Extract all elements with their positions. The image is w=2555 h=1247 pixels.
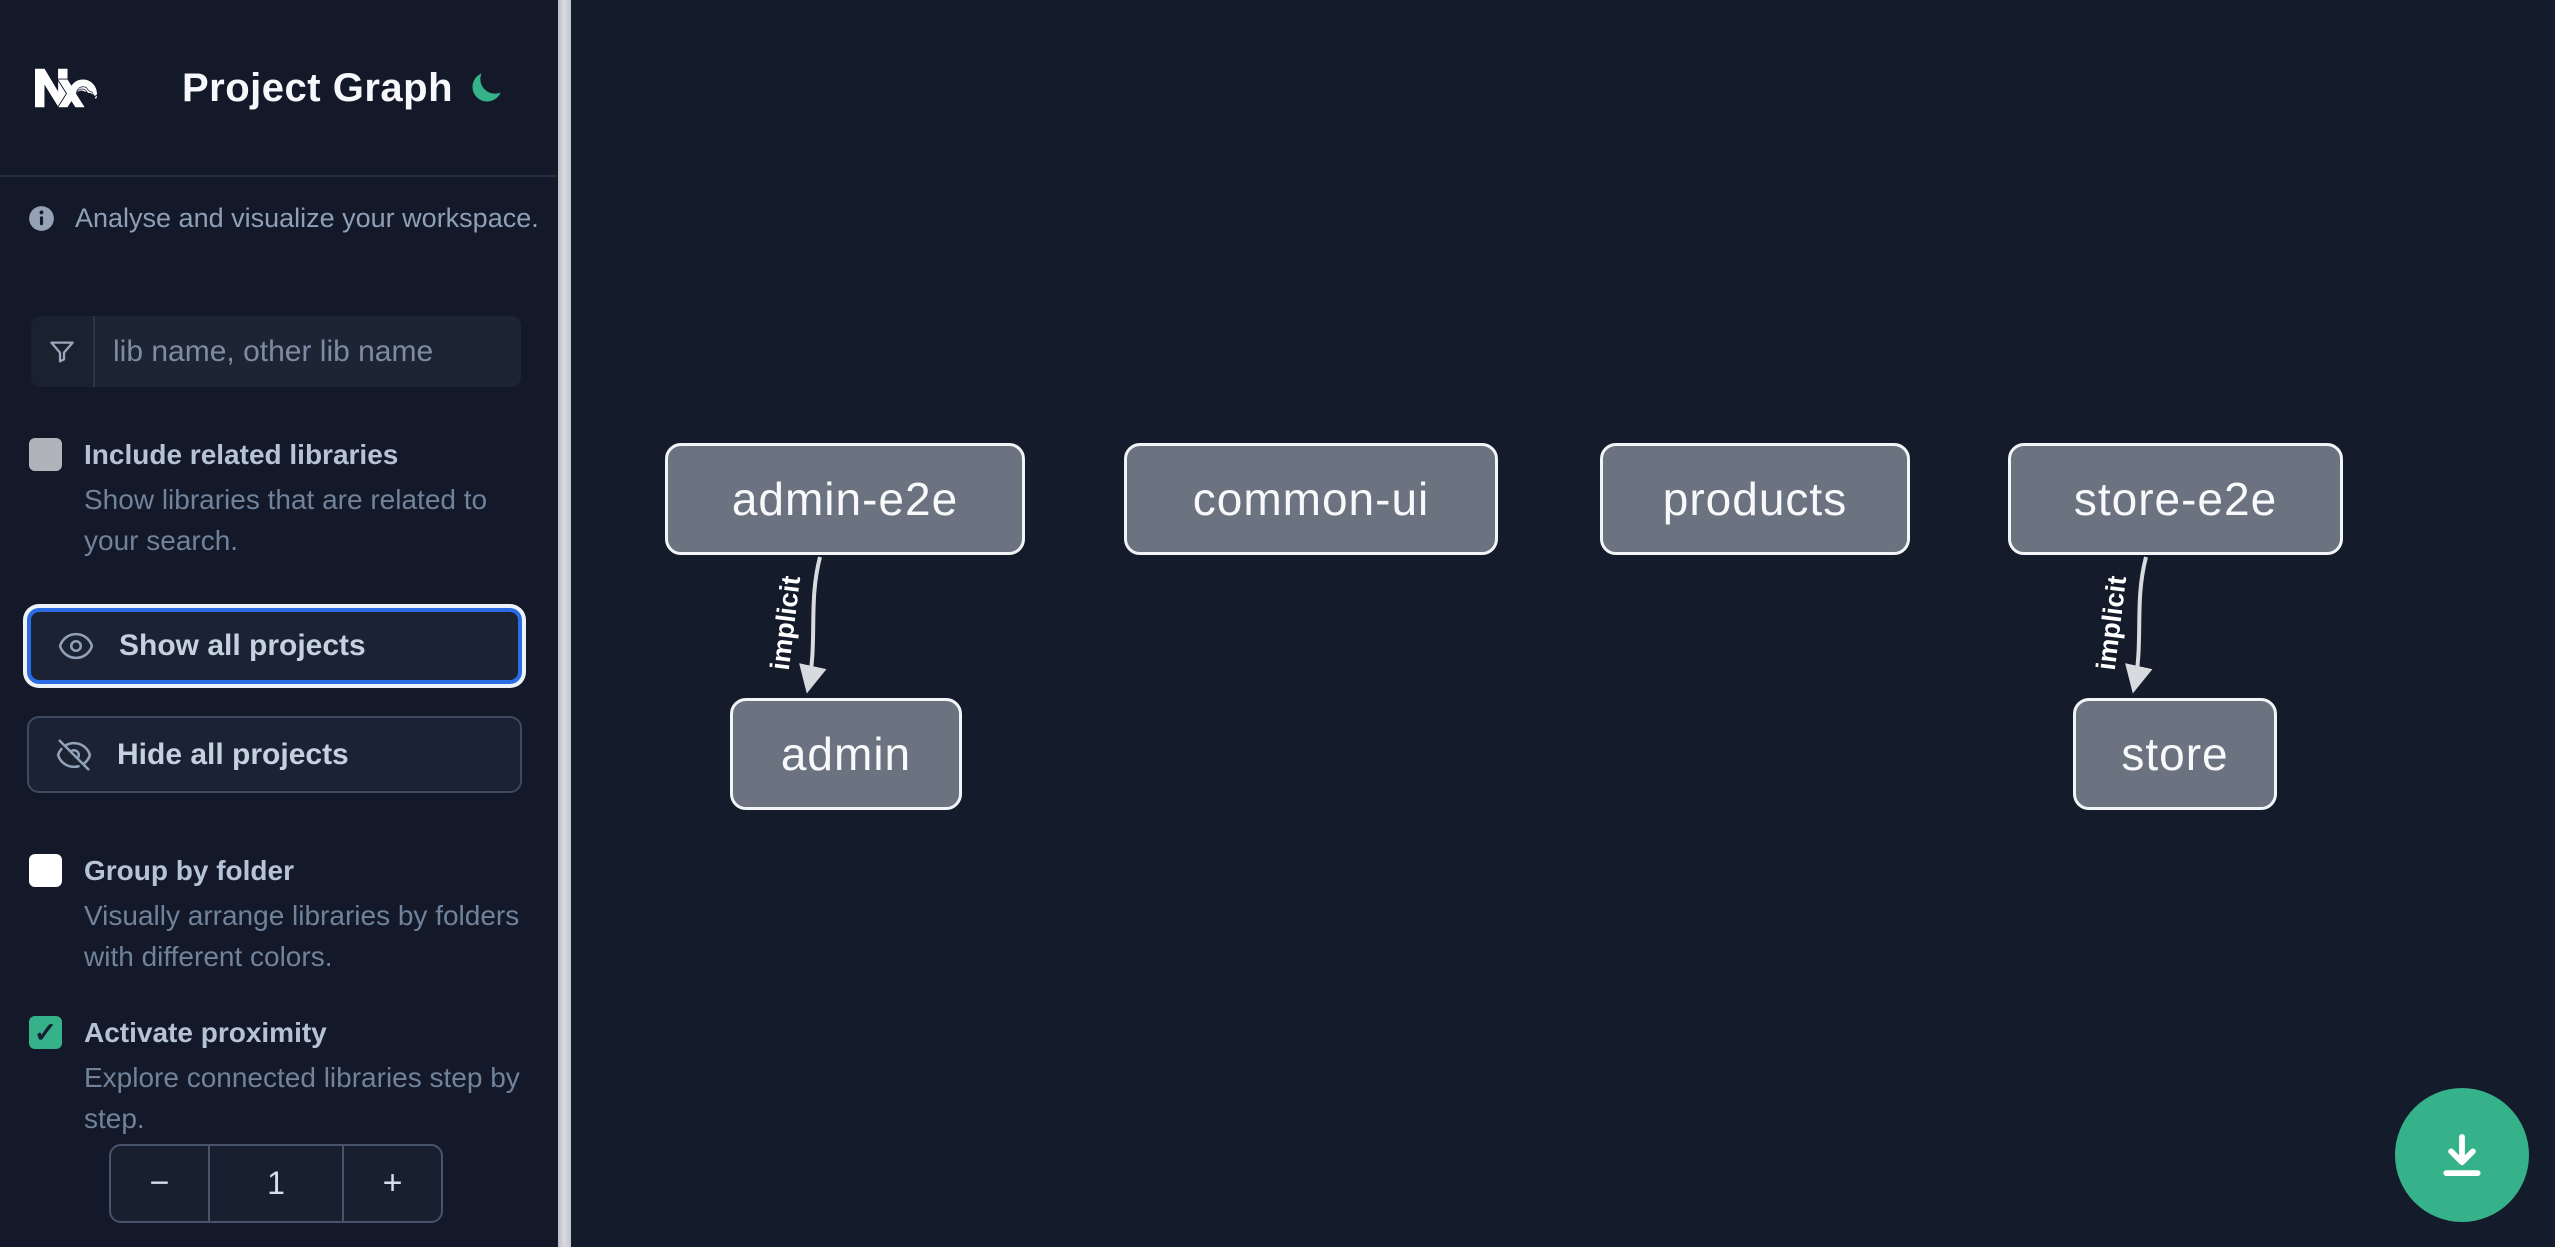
option-include-related[interactable]: Include related libraries Show libraries… xyxy=(28,436,528,561)
graph-node-admin[interactable]: admin xyxy=(730,698,962,810)
graph-node-products[interactable]: products xyxy=(1600,443,1910,555)
option-label: Activate proximity xyxy=(84,1017,327,1048)
graph-node-store[interactable]: store xyxy=(2073,698,2277,810)
option-group-by-folder[interactable]: Group by folder Visually arrange librari… xyxy=(28,852,528,977)
eye-icon xyxy=(58,632,94,660)
proximity-depth-stepper: − 1 + xyxy=(109,1144,443,1223)
eye-slash-icon xyxy=(56,738,92,771)
checkbox-include-related[interactable] xyxy=(29,438,62,471)
search-input[interactable] xyxy=(95,316,521,387)
sidebar-header: Project Graph xyxy=(0,0,557,177)
decrement-button[interactable]: − xyxy=(149,1164,170,1202)
increment-button[interactable]: + xyxy=(382,1164,403,1202)
banner-text: Analyse and visualize your workspace. xyxy=(75,203,539,233)
option-label: Include related libraries xyxy=(84,439,399,470)
theme-toggle-moon-icon[interactable] xyxy=(468,70,504,106)
option-description: Explore connected libraries step by step… xyxy=(84,1062,520,1134)
option-label: Group by folder xyxy=(84,855,294,886)
graph-canvas[interactable] xyxy=(571,0,2555,1247)
graph-node-admin-e2e[interactable]: admin-e2e xyxy=(665,443,1025,555)
sidebar-resizer[interactable] xyxy=(558,0,571,1247)
sidebar: Project Graph Analyse and visualize your… xyxy=(0,0,557,1247)
option-activate-proximity[interactable]: ✓ Activate proximity Explore connected l… xyxy=(28,1014,528,1139)
hide-all-label: Hide all projects xyxy=(117,737,349,771)
option-description: Visually arrange libraries by folders wi… xyxy=(84,900,520,972)
show-all-label: Show all projects xyxy=(119,629,366,662)
download-graph-button[interactable] xyxy=(2395,1088,2529,1222)
page-title: Project Graph xyxy=(182,66,454,110)
checkbox-activate-proximity[interactable]: ✓ xyxy=(29,1016,62,1049)
info-icon xyxy=(29,206,54,231)
filter-funnel-icon xyxy=(31,316,95,387)
graph-node-common-ui[interactable]: common-ui xyxy=(1124,443,1498,555)
checkbox-group-by-folder[interactable] xyxy=(29,854,62,887)
stepper-value: 1 xyxy=(208,1146,344,1221)
show-all-projects-button[interactable]: Show all projects xyxy=(27,608,522,684)
graph-node-store-e2e[interactable]: store-e2e xyxy=(2008,443,2343,555)
hide-all-projects-button[interactable]: Hide all projects xyxy=(27,716,522,793)
option-description: Show libraries that are related to your … xyxy=(84,484,488,556)
nx-logo-icon xyxy=(27,57,105,119)
search-box xyxy=(31,316,521,387)
download-icon xyxy=(2443,1133,2481,1177)
workspace-banner: Analyse and visualize your workspace. xyxy=(28,203,539,234)
